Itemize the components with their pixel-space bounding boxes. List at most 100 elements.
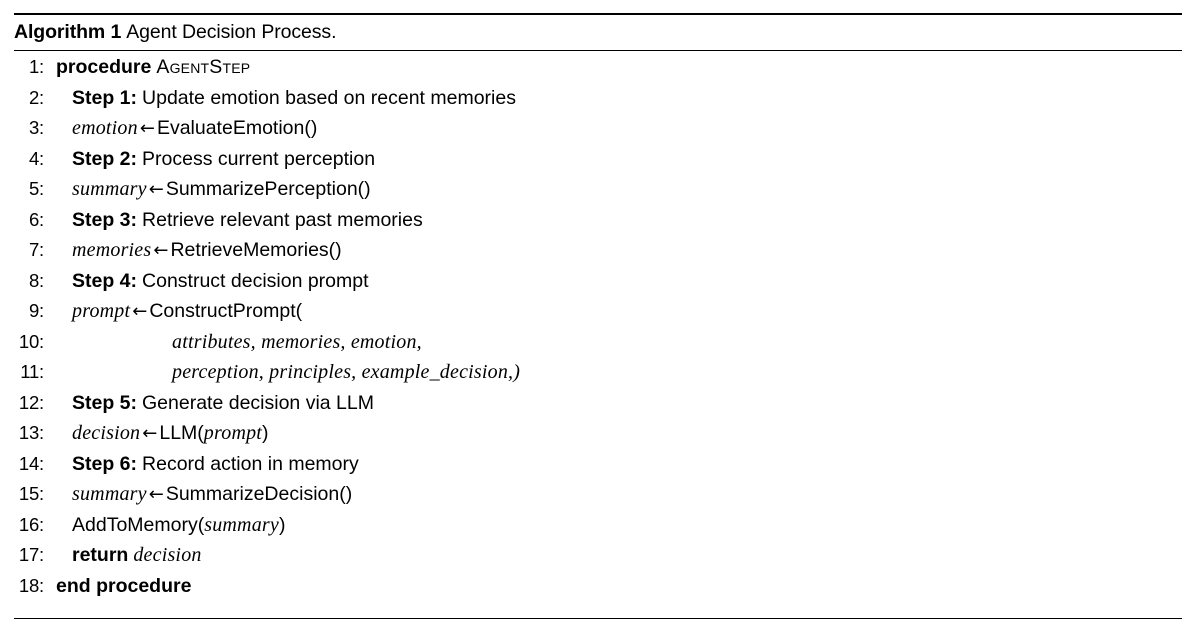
assign-target: summary	[72, 178, 147, 200]
algorithm-line: 3:emotion←EvaluateEmotion()	[14, 117, 1182, 148]
algorithm-line: 7:memories←RetrieveMemories()	[14, 239, 1182, 270]
rule-top	[14, 13, 1182, 15]
step-label: Step 2:	[72, 147, 138, 170]
step-label: Step 5:	[72, 391, 138, 414]
algorithm-line: 11:perception, principles, example_decis…	[14, 361, 1182, 392]
step-label: Step 4:	[72, 269, 138, 292]
procedure-name: AgentStep	[156, 56, 251, 78]
step-text: Process current perception	[142, 147, 376, 170]
line-content: Step 6:Record action in memory	[44, 453, 1182, 476]
argument-list: perception, principles, example_decision…	[172, 361, 521, 383]
paren-close: )	[278, 513, 286, 536]
return-value: decision	[133, 544, 202, 566]
step-text: Construct decision prompt	[142, 269, 369, 292]
line-content: summary←SummarizePerception()	[44, 178, 1182, 201]
line-content: end procedure	[44, 575, 1182, 598]
assign-arrow-icon: ←	[148, 484, 164, 505]
line-number: 4:	[28, 147, 44, 169]
line-number: 10:	[18, 330, 44, 352]
function-name: SummarizeDecision()	[165, 483, 353, 505]
argument-list: attributes, memories, emotion,	[172, 330, 422, 353]
line-number: 17:	[18, 544, 44, 565]
function-name: ConstructPrompt(	[149, 300, 303, 322]
step-label: Step 3:	[72, 208, 138, 231]
algorithm-line: 12:Step 5:Generate decision via LLM	[14, 392, 1182, 423]
function-name: SummarizePerception()	[165, 178, 371, 200]
line-content: attributes, memories, emotion,	[44, 331, 1182, 354]
assign-arrow-icon: ←	[132, 301, 148, 322]
rule-caption-separator	[14, 50, 1182, 51]
line-content: decision←LLM(prompt)	[44, 422, 1182, 445]
algorithm-line: 2:Step 1:Update emotion based on recent …	[14, 87, 1182, 118]
line-number: 14:	[18, 452, 44, 474]
caption-text: Agent Decision Process.	[126, 21, 337, 43]
assign-arrow-icon: ←	[148, 179, 164, 200]
assign-target: prompt	[72, 300, 131, 322]
caption-label: Algorithm 1	[14, 21, 122, 43]
algorithm-line: 10: attributes, memories, emotion,	[14, 331, 1182, 362]
assign-target: memories	[72, 239, 152, 261]
line-content: summary←SummarizeDecision()	[44, 483, 1182, 506]
line-content: Step 4:Construct decision prompt	[44, 270, 1182, 293]
function-name: EvaluateEmotion()	[156, 117, 318, 139]
keyword-return: return	[72, 544, 129, 566]
line-number: 15:	[18, 483, 44, 504]
function-argument: prompt	[203, 422, 263, 444]
function-name: LLM(	[159, 422, 204, 444]
algorithm-line: 14:Step 6:Record action in memory	[14, 453, 1182, 484]
line-number: 8:	[28, 269, 44, 291]
step-text: Retrieve relevant past memories	[142, 208, 423, 231]
line-number: 9:	[28, 300, 44, 321]
step-text: Generate decision via LLM	[142, 391, 374, 414]
step-label: Step 6:	[72, 452, 138, 475]
line-number: 1:	[28, 56, 44, 77]
assign-target: summary	[72, 483, 147, 505]
line-number: 12:	[18, 391, 44, 413]
line-content: Step 5:Generate decision via LLM	[44, 392, 1182, 415]
rule-bottom	[14, 618, 1182, 619]
algorithm-line: 13:decision←LLM(prompt)	[14, 422, 1182, 453]
function-argument: summary	[204, 513, 279, 536]
line-content: memories←RetrieveMemories()	[44, 239, 1182, 262]
assign-arrow-icon: ←	[142, 423, 158, 444]
step-text: Update emotion based on recent memories	[142, 86, 516, 109]
line-number: 2:	[28, 86, 44, 108]
algorithm-line: 15:summary←SummarizeDecision()	[14, 483, 1182, 514]
algorithm-line: 8:Step 4:Construct decision prompt	[14, 270, 1182, 301]
assign-target: emotion	[72, 117, 138, 139]
step-text: Record action in memory	[142, 452, 359, 475]
line-number: 5:	[28, 178, 44, 199]
line-number: 18:	[18, 574, 44, 596]
line-content: perception, principles, example_decision…	[44, 361, 1182, 384]
assign-arrow-icon: ←	[153, 240, 169, 261]
line-number: 13:	[18, 422, 44, 443]
algorithm-line: 9:prompt←ConstructPrompt(	[14, 300, 1182, 331]
line-number: 6:	[28, 208, 44, 230]
line-content: prompt←ConstructPrompt(	[44, 300, 1182, 323]
line-number: 7:	[28, 239, 44, 260]
algorithm-line: 6:Step 3:Retrieve relevant past memories	[14, 209, 1182, 240]
algorithm-line: 4:Step 2:Process current perception	[14, 148, 1182, 179]
step-label: Step 1:	[72, 86, 138, 109]
line-content: Step 2:Process current perception	[44, 148, 1182, 171]
function-name: AddToMemory(	[72, 513, 205, 536]
assign-target: decision	[72, 422, 141, 444]
line-content: Step 3:Retrieve relevant past memories	[44, 209, 1182, 232]
line-number: 16:	[18, 513, 44, 535]
line-content: Step 1:Update emotion based on recent me…	[44, 87, 1182, 110]
paren-close: )	[262, 422, 269, 444]
algorithm-line: 5:summary←SummarizePerception()	[14, 178, 1182, 209]
line-content: emotion←EvaluateEmotion()	[44, 117, 1182, 140]
algorithm-line: 16:AddToMemory(summary)	[14, 514, 1182, 545]
assign-arrow-icon: ←	[139, 118, 155, 139]
function-name: RetrieveMemories()	[170, 239, 342, 261]
line-number: 3:	[28, 117, 44, 138]
keyword-procedure: procedure	[56, 56, 152, 78]
keyword-end-procedure: end procedure	[56, 574, 192, 597]
line-content: AddToMemory(summary)	[44, 514, 1182, 537]
